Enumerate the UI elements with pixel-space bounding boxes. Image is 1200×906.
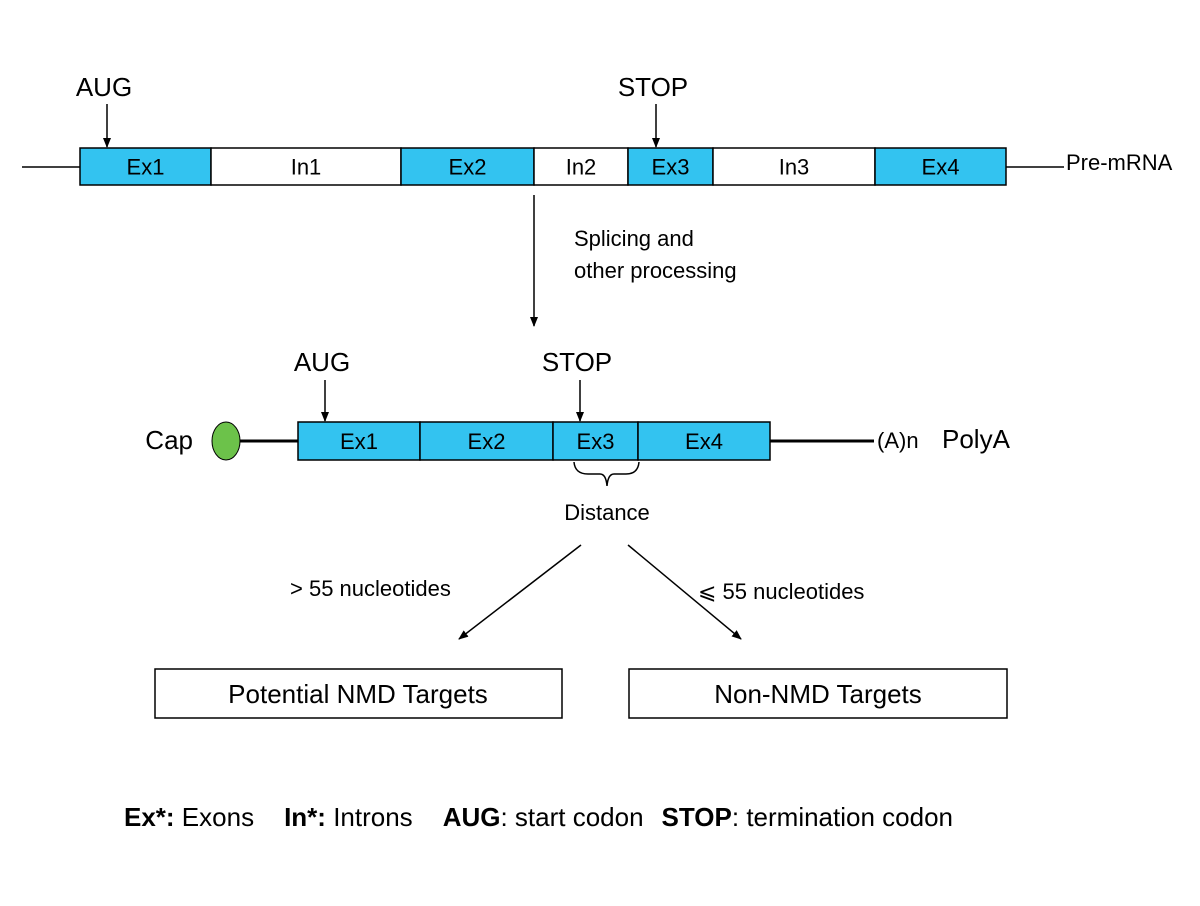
pre-mrna: Ex1 In1 Ex2 In2 Ex3 In3 Ex4 AUG STOP Pre-mRNA — [22, 72, 1173, 186]
legend-text-stop: : termination codon — [732, 802, 953, 832]
non-nmd-targets-box — [628, 668, 1008, 719]
polya-label: PolyA — [942, 424, 1011, 454]
pre-mrna-in3-label: In3 — [779, 155, 810, 180]
pre-mrna-segments: Ex1 In1 Ex2 In2 Ex3 In3 Ex4 — [79, 147, 1007, 186]
legend-key-exons: Ex*: — [124, 802, 175, 832]
processing-step: Splicing and other processing — [530, 195, 737, 327]
pre-mrna-label: Pre-mRNA — [1066, 150, 1173, 175]
legend-text-introns: Introns — [326, 802, 413, 832]
pre-mrna-in1-label: In1 — [291, 155, 322, 180]
legend: Ex*: Exons In*: Introns AUG: start codon ST… — [124, 802, 953, 832]
cap-label: Cap — [145, 425, 193, 455]
mature-mrna: Cap Ex1 Ex2 Ex3 Ex4 (A)n PolyA AUG STOP Dis… — [145, 347, 1010, 525]
mature-mrna-segments: Ex1 Ex2 Ex3 Ex4 — [297, 421, 771, 461]
non-nmd-targets-label: Non-NMD Targets — [714, 679, 922, 709]
legend-key-introns: In*: — [284, 802, 326, 832]
pre-mrna-intron-in1 — [210, 147, 402, 186]
pre-mrna-intron-in3 — [712, 147, 876, 186]
pre-mrna-ex1-label: Ex1 — [127, 155, 165, 180]
processing-label-line1: Splicing and — [574, 226, 694, 251]
potential-nmd-targets-label: Potential NMD Targets — [228, 679, 488, 709]
mature-mrna-exon-ex4 — [637, 421, 771, 461]
pre-mrna-start-codon-label: AUG — [76, 72, 132, 102]
mature-stop-codon-label: STOP — [542, 347, 612, 377]
mature-start-codon-label: AUG — [294, 347, 350, 377]
legend-text-exons: Exons — [175, 802, 255, 832]
cap-icon — [211, 421, 241, 461]
mature-mrna-exon-ex2 — [419, 421, 554, 461]
distance-label: Distance — [564, 500, 650, 525]
processing-label-line2: other processing — [574, 258, 737, 283]
potential-nmd-targets-box — [154, 668, 563, 719]
poly-a-tail-label: (A)n — [877, 428, 919, 453]
left-branch-arrow — [458, 544, 582, 640]
right-branch-arrow — [627, 544, 742, 640]
pre-mrna-stop-codon-label: STOP — [618, 72, 688, 102]
pre-mrna-in2-label: In2 — [566, 155, 597, 180]
mature-mrna-ex3-label: Ex3 — [577, 429, 615, 454]
pre-mrna-ex4-label: Ex4 — [922, 155, 960, 180]
pre-mrna-ex3-label: Ex3 — [652, 155, 690, 180]
right-condition-label: ⩽ 55 nucleotides — [698, 579, 864, 604]
mature-mrna-ex1-label: Ex1 — [340, 429, 378, 454]
pre-mrna-ex2-label: Ex2 — [449, 155, 487, 180]
mature-mrna-ex2-label: Ex2 — [468, 429, 506, 454]
mature-mrna-ex4-label: Ex4 — [685, 429, 723, 454]
pre-mrna-exon-ex4 — [874, 147, 1007, 186]
legend-key-start: AUG — [443, 802, 501, 832]
left-condition-label: > 55 nucleotides — [290, 576, 451, 601]
legend-key-stop: STOP — [662, 802, 732, 832]
distance-brace — [573, 461, 640, 487]
legend-text-start: : start codon — [500, 802, 643, 832]
pre-mrna-intron-in2 — [533, 147, 629, 186]
pre-mrna-exon-ex2 — [400, 147, 535, 186]
outcome-branches: > 55 nucleotides ⩽ 55 nucleotides Potent… — [154, 544, 1008, 719]
